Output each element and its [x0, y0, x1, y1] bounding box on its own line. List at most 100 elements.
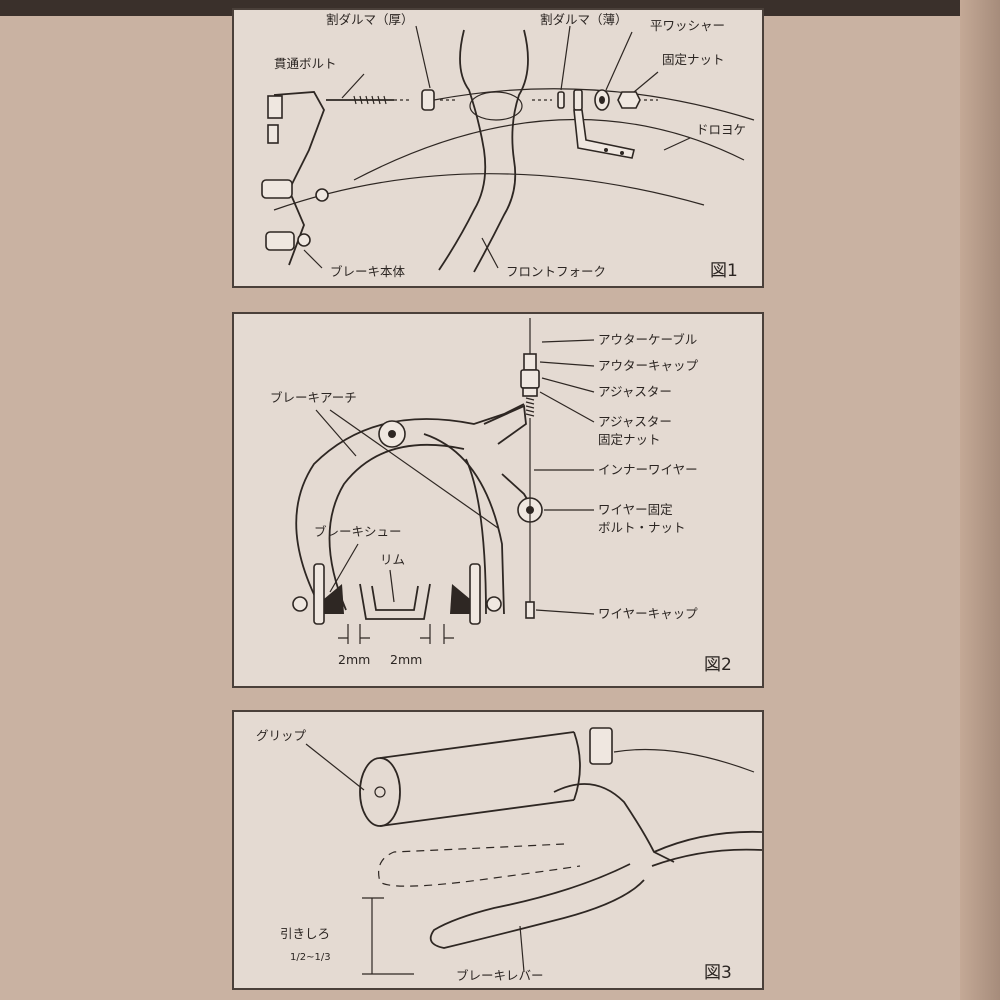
grip-end-icon — [359, 757, 401, 827]
label-brake-arch: ブレーキアーチ — [270, 390, 357, 405]
brake-body-adjust-icon — [297, 233, 311, 247]
through-bolt-thread-icon — [353, 95, 387, 105]
label-spacer-thick: 割ダルマ（厚） — [326, 12, 414, 27]
grip-hole-icon — [374, 786, 386, 798]
leader-mudguard — [663, 137, 691, 151]
pivot-bolt-center-icon — [388, 430, 396, 438]
right-shoe-nut-icon — [486, 596, 502, 612]
brake-arch-inner-icon — [328, 443, 465, 611]
label-rim: リム — [380, 552, 405, 567]
brake-body-pivot-icon — [315, 188, 329, 202]
stay-hole-1-icon — [604, 148, 608, 152]
brake-cable-icon — [653, 830, 763, 853]
grip-collar-icon — [573, 731, 581, 801]
label-grip: グリップ — [256, 728, 307, 743]
label-wire-cap: ワイヤーキャップ — [598, 606, 698, 621]
leader-adjuster — [541, 377, 595, 393]
thin-spacer-icon — [557, 91, 565, 109]
leader-outer-cap — [539, 361, 595, 367]
leader-rim — [389, 569, 395, 603]
brake-body-bracket-icon — [267, 95, 283, 119]
label-outer-cable: アウターケーブル — [598, 332, 697, 347]
leader-outer-cable — [541, 339, 595, 343]
brake-arch-right-outer-icon — [423, 433, 505, 615]
label-outer-cap: アウターキャップ — [598, 358, 699, 373]
leader-fixing-nut — [633, 71, 659, 93]
leader-through-bolt — [341, 73, 365, 99]
adjuster-nut-icon — [522, 387, 538, 397]
rim-outer-icon — [359, 583, 431, 620]
brake-body-pad-icon — [261, 179, 293, 199]
figure-3-panel: グリップ 引きしろ 1/2~1/3 ブレーキレバー 図3 — [232, 710, 764, 990]
label-adjuster-nut-2: 固定ナット — [598, 432, 661, 447]
figure-1-panel: 貫通ボルト 割ダルマ（厚） 割ダルマ（薄） 平ワッシャー 固定ナット ドロヨケ … — [232, 8, 764, 288]
front-fork-left-icon — [438, 29, 487, 271]
label-adjuster: アジャスター — [598, 384, 672, 399]
label-brake-body: ブレーキ本体 — [330, 264, 406, 279]
adjuster-icon — [520, 369, 540, 389]
flat-washer-hole-icon — [599, 96, 605, 104]
left-brake-shoe-icon — [324, 584, 344, 614]
wire-cap-icon — [525, 601, 535, 619]
left-shoe-holder-icon — [313, 563, 325, 625]
brake-body-lower-pad-icon — [265, 231, 295, 251]
leader-brake-lever — [519, 925, 525, 973]
brake-lever-icon — [429, 863, 645, 949]
label-wire-fix-2: ボルト・ナット — [598, 520, 686, 535]
figure-1-diagram: 貫通ボルト 割ダルマ（厚） 割ダルマ（薄） 平ワッシャー 固定ナット ドロヨケ … — [261, 12, 755, 281]
label-fixing-nut: 固定ナット — [662, 52, 725, 67]
figure-2-diagram: ブレーキアーチ ブレーキシュー リム アウターケーブル アウターキャップ アジャ… — [270, 318, 732, 675]
label-front-fork: フロントフォーク — [506, 264, 606, 279]
label-gap-left: 2mm — [338, 652, 370, 667]
mudguard-arc-icon — [353, 118, 745, 181]
fixing-nut-icon — [617, 91, 641, 109]
leader-grip — [305, 743, 365, 791]
wheel-outer-arc-icon — [433, 88, 755, 121]
figure-3-diagram: グリップ 引きしろ 1/2~1/3 ブレーキレバー 図3 — [256, 727, 763, 983]
leader-brake-body — [303, 249, 323, 269]
leader-flat-washer — [605, 31, 633, 91]
figure-3-caption: 図3 — [704, 963, 732, 983]
stay-hole-2-icon — [620, 151, 624, 155]
wheel-arc-icon — [273, 173, 705, 211]
label-brake-lever: ブレーキレバー — [456, 968, 544, 983]
label-mudguard: ドロヨケ — [696, 122, 746, 137]
label-gap-right: 2mm — [390, 652, 422, 667]
leader-wire-cap — [535, 609, 595, 615]
label-through-bolt: 貫通ボルト — [274, 56, 337, 71]
leader-front-fork — [481, 237, 499, 269]
brake-body-spring-icon — [267, 124, 279, 144]
label-pull-ratio: 1/2~1/3 — [290, 952, 331, 963]
right-shoe-holder-icon — [469, 563, 481, 625]
rim-inner-icon — [371, 585, 419, 611]
background-right-edge — [960, 0, 1000, 1000]
right-brake-shoe-icon — [450, 584, 470, 614]
label-flat-washer: 平ワッシャー — [650, 18, 725, 33]
thick-spacer-icon — [421, 89, 435, 111]
leader-brake-shoe — [329, 543, 359, 593]
front-fork-right-icon — [473, 29, 529, 273]
brake-body-outline-icon — [273, 91, 325, 266]
mudguard-stay-top-icon — [573, 89, 583, 111]
lever-clamp-icon — [589, 727, 613, 765]
figure-2-caption: 図2 — [704, 655, 732, 675]
brake-arch-outer-icon — [295, 403, 525, 615]
label-brake-shoe: ブレーキシュー — [314, 524, 402, 539]
leader-adjuster-nut — [539, 391, 595, 423]
grip-body-icon — [379, 731, 575, 827]
mudguard-stay-icon — [573, 109, 635, 159]
adjuster-thread-icon — [525, 397, 535, 417]
lever-bracket-icon — [553, 783, 675, 863]
leader-spacer-thin — [560, 25, 571, 91]
brake-arch-right-inner-icon — [465, 458, 487, 615]
handlebar-icon — [613, 748, 755, 773]
brake-cable-lower-icon — [651, 848, 763, 867]
leader-spacer-thick — [415, 25, 431, 89]
label-wire-fix-1: ワイヤー固定 — [598, 502, 673, 517]
label-spacer-thin: 割ダルマ（薄） — [540, 12, 628, 27]
label-pull-travel: 引きしろ — [280, 926, 330, 941]
cable-bracket-icon — [483, 404, 527, 445]
leader-brake-arch-right — [329, 409, 499, 529]
label-inner-wire: インナーワイヤー — [598, 462, 698, 477]
lever-pulled-position-icon — [378, 843, 581, 887]
